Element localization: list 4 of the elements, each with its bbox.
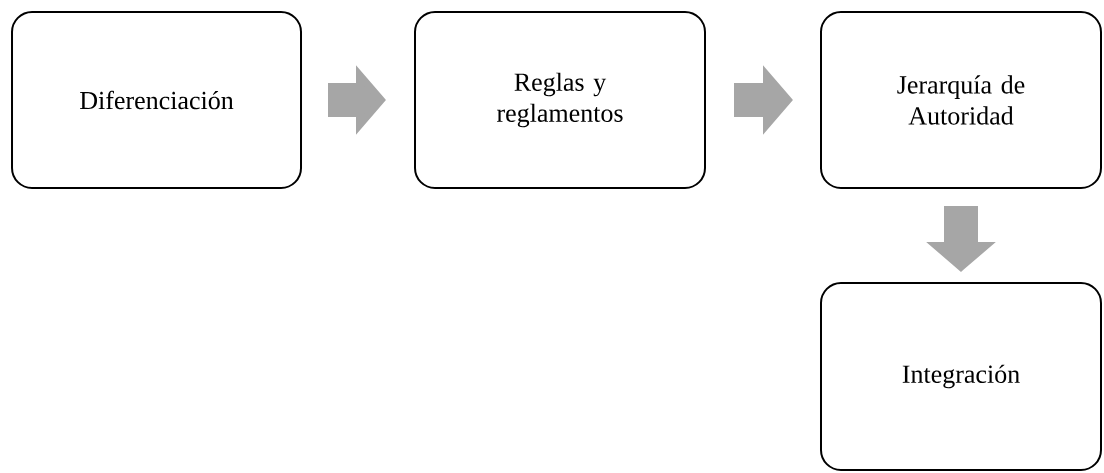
process-box: Reglas y reglamentos: [414, 11, 706, 189]
process-box: Diferenciación: [11, 11, 302, 189]
process-box: Jerarquía de Autoridad: [820, 11, 1102, 189]
process-box: Integración: [820, 282, 1102, 471]
